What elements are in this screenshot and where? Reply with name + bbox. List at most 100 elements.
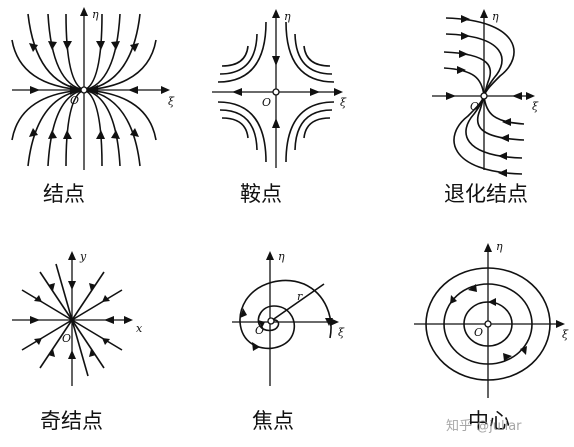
node-arrow-icon	[96, 41, 105, 50]
degenerate-node-x-axis-label: ξ	[532, 100, 539, 113]
singular-node-x-axis-label: x	[136, 322, 143, 335]
saddle-x-axis-arrow-icon	[334, 88, 343, 96]
singular-node-portrait: x y O	[12, 250, 143, 386]
degenerate-node-trajectory	[445, 33, 503, 97]
singular-node-title: 奇结点	[40, 409, 103, 433]
node-arrow-icon	[130, 43, 139, 52]
node-arrow-icon	[70, 85, 80, 95]
center-orbit	[443, 283, 533, 365]
center-title: 中心	[468, 409, 510, 433]
saddle-origin-label: O	[262, 96, 271, 109]
singular-node-ray	[71, 319, 123, 351]
node-title: 结点	[43, 182, 85, 206]
node-arrow-icon	[29, 43, 38, 52]
singular-node-arrow-icon	[48, 283, 55, 291]
degenerate-node-y-axis-label: η	[492, 10, 499, 23]
degenerate-node-arrow-icon	[457, 66, 466, 74]
node-x-axis-arrow-icon	[161, 86, 170, 94]
singular-node-arrow-icon	[30, 316, 40, 324]
node-arrow-icon	[29, 128, 38, 137]
node-trajectory	[65, 13, 85, 91]
node-portrait: ξ η O	[11, 7, 175, 170]
saddle-origin-point	[272, 88, 280, 96]
saddle-trajectory	[294, 33, 333, 75]
degenerate-node-arrow-icon	[498, 169, 507, 177]
node-trajectory	[83, 13, 141, 91]
node-trajectory	[27, 13, 85, 91]
center-y-axis-arrow-icon	[484, 243, 492, 252]
focus-y-axis-arrow-icon	[266, 251, 274, 260]
focus-radius-vector	[270, 283, 325, 322]
singular-node-arrow-icon	[68, 281, 76, 290]
node-trajectory	[11, 39, 85, 91]
singular-node-ray	[39, 271, 73, 321]
node-y-axis-label: η	[92, 8, 99, 21]
singular-node-ray	[39, 319, 73, 369]
saddle-trajectory	[217, 101, 267, 163]
degenerate-node-arrow-icon	[512, 92, 522, 100]
degenerate-node-arrow-icon	[446, 92, 456, 100]
node-arrow-icon	[111, 41, 120, 50]
saddle-trajectory	[294, 109, 333, 151]
singular-node-ray	[71, 319, 89, 377]
saddle-portrait: ξ η O	[212, 9, 347, 168]
degenerate-node-origin-point	[480, 92, 488, 100]
node-arrow-icon	[48, 130, 57, 139]
focus-spiral-trajectory	[239, 279, 332, 350]
node-trajectory	[83, 13, 103, 91]
degenerate-node-trajectory	[453, 95, 523, 175]
node-trajectory	[47, 89, 85, 167]
node-arrow-icon	[128, 86, 138, 94]
degenerate-node-trajectory	[445, 17, 515, 97]
saddle-x-axis-label: ξ	[340, 96, 347, 109]
saddle-trajectory	[285, 21, 335, 83]
node-trajectory	[83, 89, 157, 141]
focus-x-axis-arrow-icon	[330, 318, 339, 326]
singular-node-arrow-icon	[89, 349, 96, 357]
saddle-trajectory	[217, 21, 267, 83]
center-x-axis-arrow-icon	[556, 320, 565, 328]
saddle-trajectory	[221, 45, 249, 67]
saddle-trajectory	[303, 117, 331, 139]
singular-node-arrow-icon	[68, 350, 76, 359]
node-arrow-icon	[63, 41, 72, 50]
degenerate-node-portrait: ξ η O	[432, 9, 539, 177]
node-trajectory	[65, 89, 85, 167]
singular-node-arrow-icon	[48, 349, 55, 357]
node-trajectory	[83, 39, 157, 91]
focus-radius-label: r	[297, 290, 303, 303]
singular-node-ray	[71, 271, 105, 321]
focus-arrow-icon	[325, 318, 333, 326]
focus-origin-label: O	[255, 324, 264, 337]
focus-arrow-icon	[240, 308, 247, 318]
degenerate-node-x-axis-arrow-icon	[526, 92, 535, 100]
center-arrow-icon	[488, 298, 496, 306]
node-trajectory	[83, 89, 103, 167]
degenerate-node-arrow-icon	[459, 50, 468, 58]
singular-node-origin-point	[69, 317, 75, 323]
center-arrow-icon	[520, 346, 527, 355]
singular-node-y-axis-label: y	[79, 250, 87, 263]
singular-node-ray	[71, 319, 105, 369]
singular-node-ray	[71, 289, 123, 321]
singular-node-y-axis-arrow-icon	[68, 251, 76, 260]
saddle-y-axis-arrow-icon	[272, 9, 280, 18]
focus-arrow-icon	[252, 342, 260, 351]
saddle-arrow-icon	[272, 56, 280, 66]
degenerate-node-title: 退化结点	[444, 182, 528, 206]
center-portrait: ξ η O	[414, 240, 569, 398]
focus-title: 焦点	[252, 409, 294, 433]
center-x-axis-label: ξ	[562, 328, 569, 341]
saddle-y-axis-label: η	[284, 10, 291, 23]
degenerate-node-arrow-icon	[461, 15, 470, 23]
center-arrow-icon	[450, 295, 457, 304]
focus-y-axis-label: η	[278, 250, 285, 263]
singular-node-arrow-icon	[102, 295, 110, 302]
singular-node-arrow-icon	[34, 338, 42, 345]
singular-node-ray	[21, 289, 73, 321]
degenerate-node-arrow-icon	[502, 118, 511, 126]
degenerate-node-trajectory	[443, 67, 485, 97]
singular-node-origin-label: O	[62, 332, 71, 345]
focus-x-axis-label: ξ	[338, 326, 345, 339]
watermark: 知乎 @juliar	[446, 419, 522, 434]
